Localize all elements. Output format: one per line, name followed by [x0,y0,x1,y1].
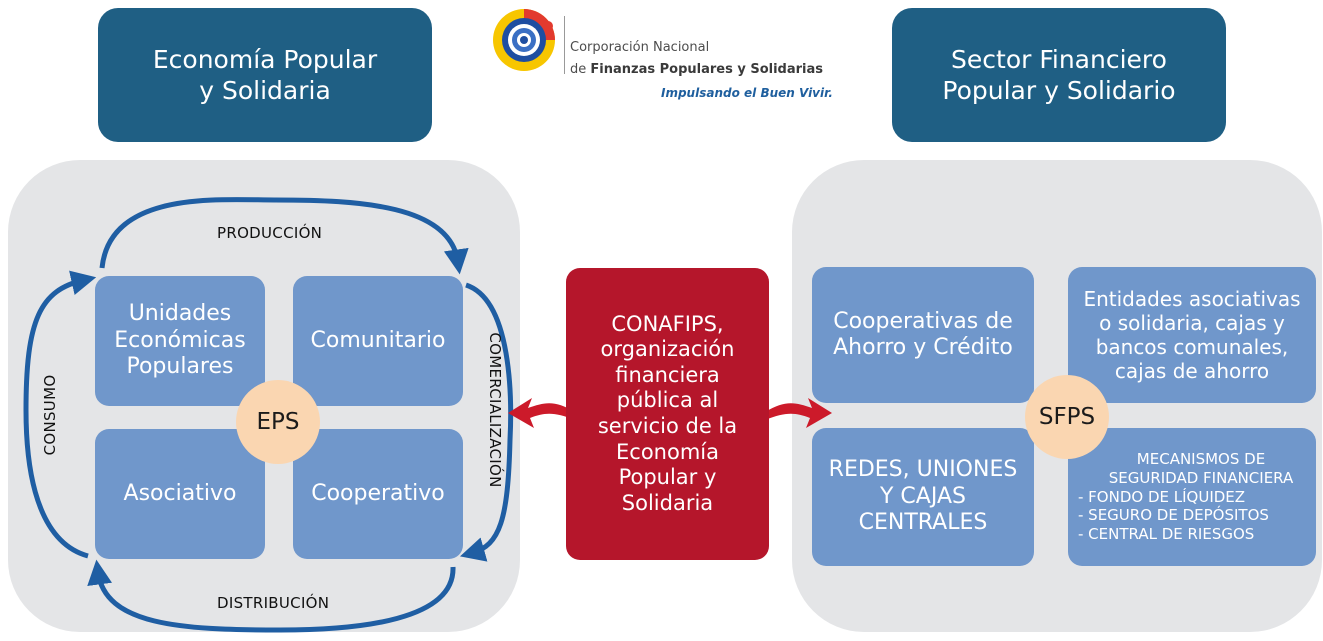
logo-line2: de Finanzas Populares y Solidarias [570,58,823,77]
red-arrow-right-icon [765,398,832,428]
red-arrow-left-icon [508,398,575,428]
arrow-produccion [99,197,469,275]
tile-asociativo: Asociativo [95,429,265,559]
label-distribucion: DISTRIBUCIÓN [217,594,330,612]
eps-center-circle: EPS [236,380,320,464]
header-economia-popular: Economía Popular y Solidaria [98,8,432,142]
logo-line2-bold: Finanzas Populares y Solidarias [590,62,824,77]
tile-mecanismos-seguridad: MECANISMOS DE SEGURIDAD FINANCIERA - FON… [1068,428,1316,566]
tile-cooperativo: Cooperativo [293,429,463,559]
logo-divider [564,16,565,74]
tile-unidades-economicas: Unidades Económicas Populares [95,276,265,406]
tile-cooperativas-ahorro: Cooperativas de Ahorro y Crédito [812,267,1034,403]
label-produccion: PRODUCCIÓN [217,224,323,242]
sfps-center-circle: SFPS [1025,375,1109,459]
logo-line1: Corporación Nacional [570,40,710,55]
logo-line2-prefix: de [570,62,591,77]
header-sector-financiero: Sector Financiero Popular y Solidario [892,8,1226,142]
arrow-comercializacion [459,282,514,562]
tile-comunitario: Comunitario [293,276,463,406]
conafips-box: CONAFIPS, organización financiera públic… [566,268,769,560]
arrow-consumo [23,270,97,559]
tile-entidades-asociativas: Entidades asociativas o solidaria, cajas… [1068,267,1316,403]
logo-slogan: Impulsando el Buen Vivir. [661,86,833,100]
arrow-distribucion [87,559,456,633]
mecanismos-items: - FONDO DE LÍQUIDEZ - SEGURO DE DEPÓSITO… [1078,487,1269,544]
conafips-logo: Corporación Nacional de Finanzas Popular… [490,6,850,106]
mecanismos-title: MECANISMOS DE SEGURIDAD FINANCIERA [1108,450,1294,487]
logo-emblem-icon [493,9,555,71]
tile-redes-uniones: REDES, UNIONES Y CAJAS CENTRALES [812,428,1034,566]
